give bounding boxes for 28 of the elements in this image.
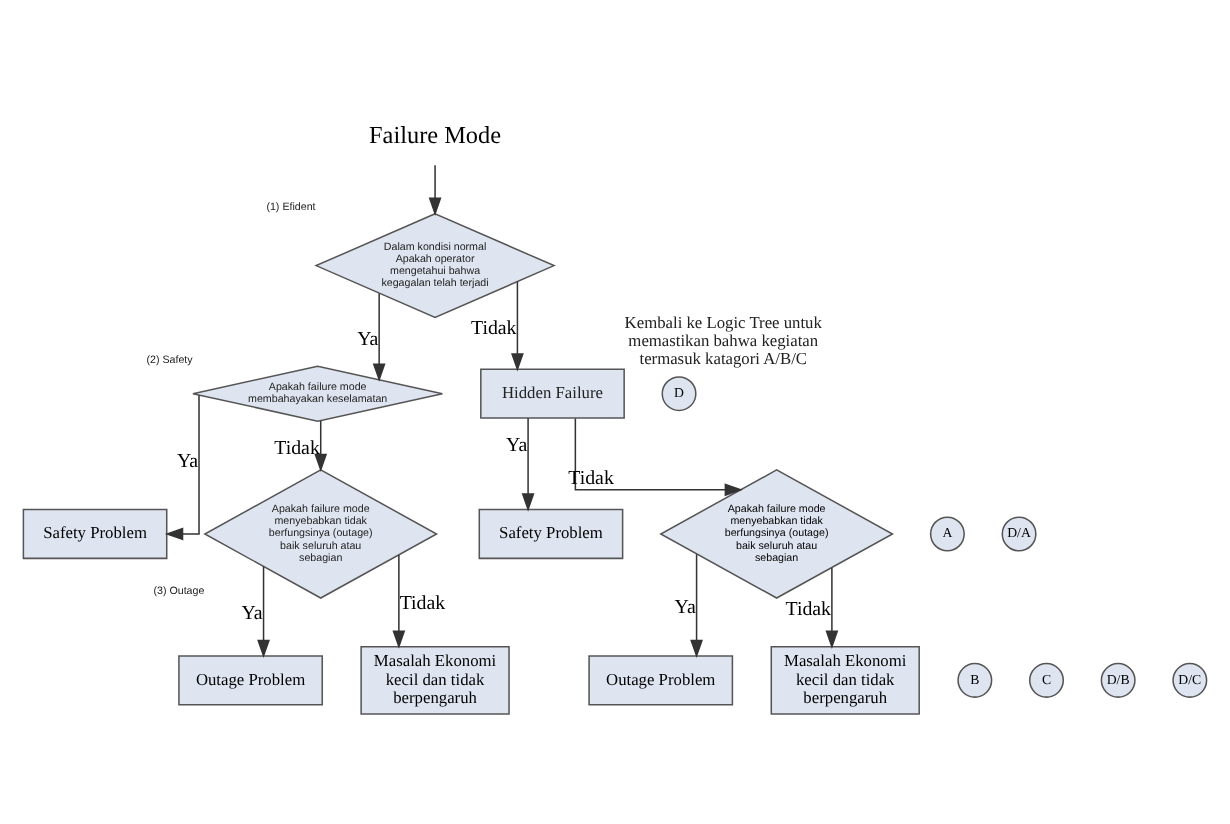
arrow	[511, 281, 524, 372]
arrow	[428, 164, 442, 216]
edge-label: Ya	[674, 597, 696, 620]
node-box: Safety Problem	[22, 508, 168, 560]
node-box: Masalah Ekonomi kecil dan tidak berpengaruh	[770, 646, 920, 715]
edge-label: Ya	[357, 328, 379, 351]
arrow	[392, 554, 406, 649]
node-box: Safety Problem	[478, 508, 624, 560]
arrow	[574, 417, 743, 497]
node-box: Hidden Failure	[480, 368, 625, 419]
arrow	[164, 394, 200, 541]
node-box: Outage Problem	[588, 655, 734, 706]
edge-label: Ya	[241, 603, 263, 626]
node-box: Outage Problem	[178, 655, 323, 706]
arrow	[690, 553, 703, 659]
node-box: Masalah Ekonomi kecil dan tidak berpengaruh	[360, 646, 510, 715]
arrow	[521, 417, 535, 512]
edge-label: Tidak	[471, 317, 517, 340]
arrow	[372, 292, 386, 382]
arrow	[314, 420, 328, 473]
edge-label: Ya	[177, 451, 199, 474]
node-label: Kembali ke Logic Tree untuk memastikan bahwa kegiatan termasuk katagori A/B/C	[624, 313, 822, 369]
arrow	[825, 567, 839, 649]
edge-label: Ya	[506, 434, 528, 457]
edge-label: Tidak	[274, 437, 320, 460]
edge-label: Tidak	[785, 599, 832, 622]
node-text: Failure Mode	[369, 121, 502, 150]
arrow	[257, 565, 270, 658]
